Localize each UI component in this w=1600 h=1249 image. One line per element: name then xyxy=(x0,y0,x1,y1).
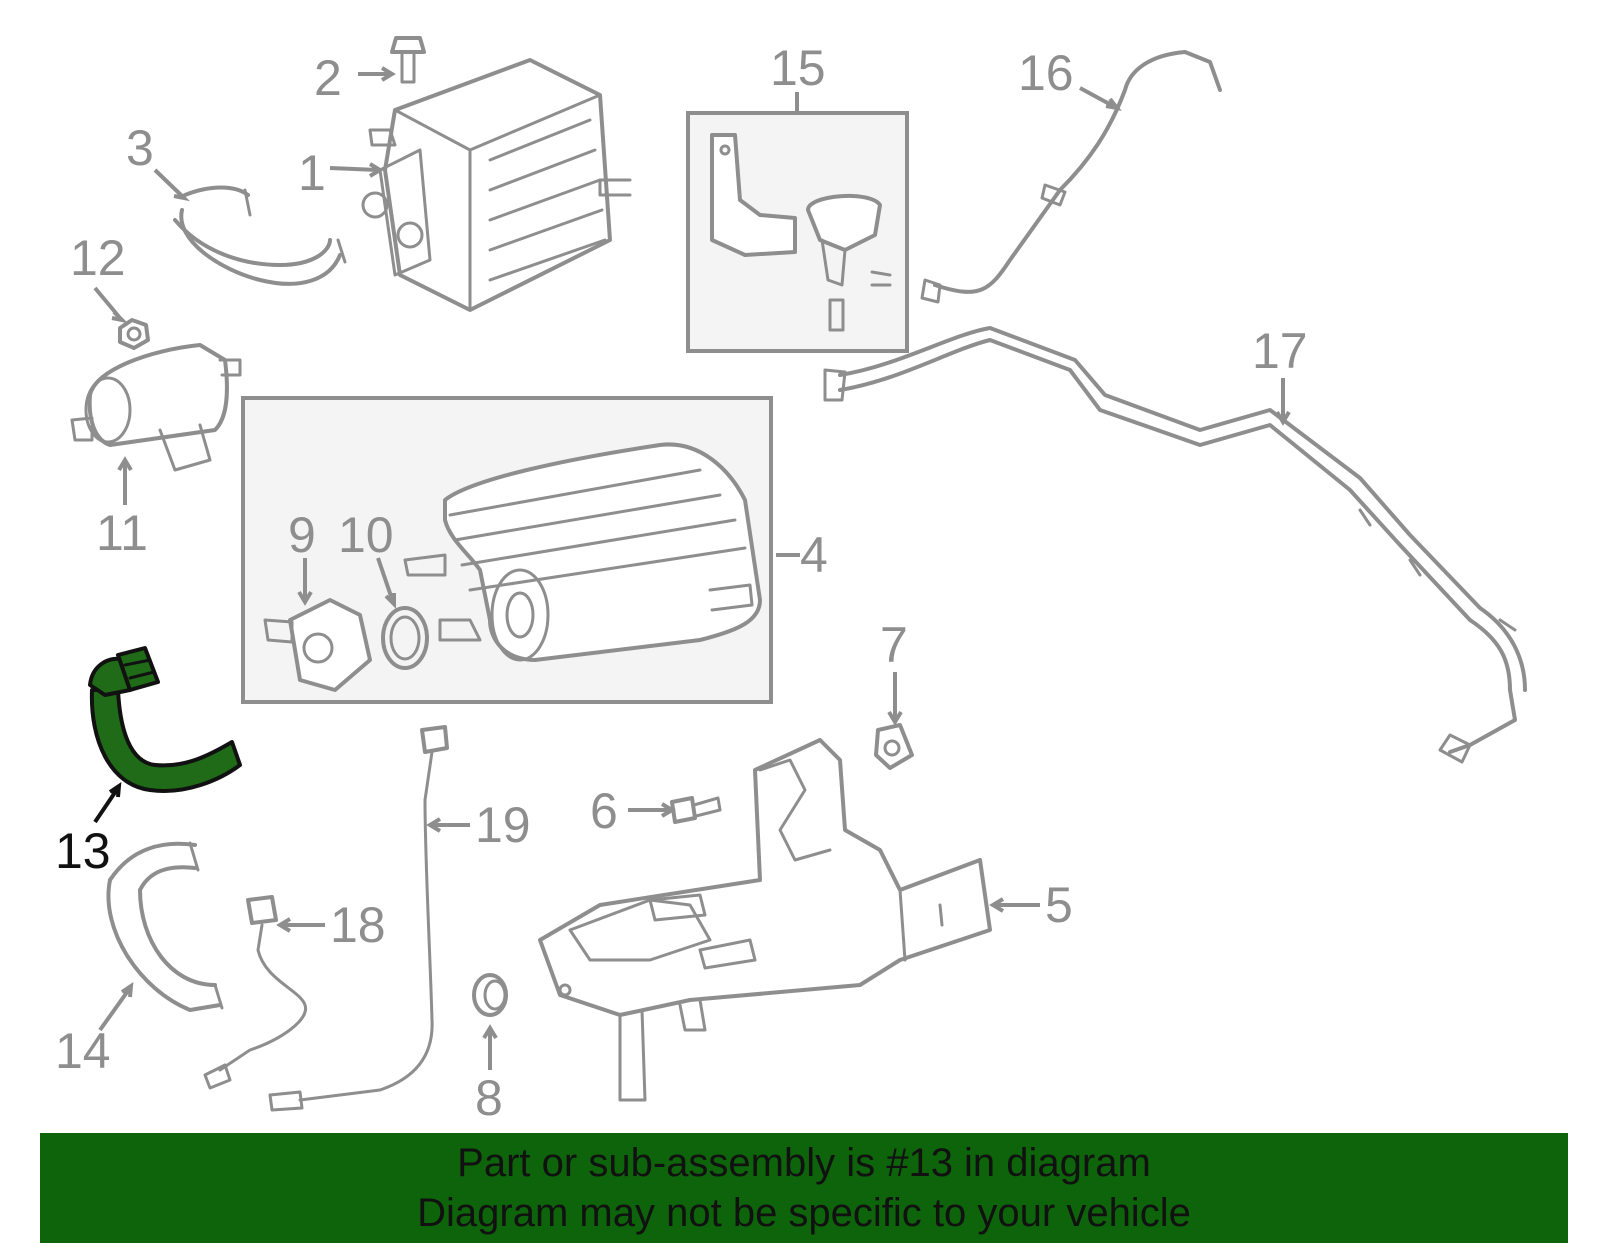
callout-5: 5 xyxy=(1045,877,1073,933)
part-15-vent-valve[interactable] xyxy=(710,133,892,332)
arrow-1 xyxy=(329,162,384,178)
callout-4: 4 xyxy=(800,527,828,583)
part-6-bolt[interactable] xyxy=(670,796,722,824)
arrow-7 xyxy=(887,672,903,726)
callout-2: 2 xyxy=(314,50,342,106)
arrow-10 xyxy=(376,557,396,609)
callout-3: 3 xyxy=(126,120,154,176)
callout-19: 19 xyxy=(475,797,531,853)
arrow-9 xyxy=(297,558,313,606)
part-4-canister[interactable] xyxy=(403,442,762,662)
part-2-bolt[interactable] xyxy=(390,36,426,84)
arrow-16 xyxy=(1079,86,1122,111)
arrow-13 xyxy=(93,782,122,824)
banner-line-disclaimer: Diagram may not be specific to your vehi… xyxy=(417,1191,1191,1235)
part-16-vapor-line[interactable] xyxy=(920,50,1222,304)
callout-17: 17 xyxy=(1252,323,1308,379)
part-12-nut[interactable] xyxy=(118,318,150,350)
arrow-5 xyxy=(989,897,1040,913)
arrow-11 xyxy=(117,456,133,505)
callout-10: 10 xyxy=(338,507,394,563)
callout-1: 1 xyxy=(298,145,326,201)
info-banner: Part or sub-assembly is #13 in diagram D… xyxy=(40,1133,1568,1243)
callout-18: 18 xyxy=(330,897,386,953)
part-3-hose[interactable] xyxy=(173,185,347,286)
callout-6: 6 xyxy=(590,783,618,839)
part-11-filter[interactable] xyxy=(70,343,242,472)
arrow-6 xyxy=(628,802,676,818)
callout-8: 8 xyxy=(475,1070,503,1126)
callout-13: 13 xyxy=(55,823,111,879)
callout-14: 14 xyxy=(55,1023,111,1079)
banner-line-part: Part or sub-assembly is #13 in diagram xyxy=(457,1141,1151,1185)
arrow-14 xyxy=(98,982,134,1032)
part-7-clip-nut[interactable] xyxy=(874,723,914,770)
callout-7: 7 xyxy=(880,617,908,673)
part-13-hose-highlighted[interactable] xyxy=(88,646,242,793)
part-14-hose[interactable] xyxy=(106,841,224,1012)
callout-15: 15 xyxy=(770,40,826,96)
arrow-8 xyxy=(482,1024,498,1070)
arrow-3 xyxy=(153,168,191,202)
arrow-17 xyxy=(1275,378,1291,426)
part-10-seal[interactable] xyxy=(381,606,429,670)
callout-16: 16 xyxy=(1018,45,1074,101)
part-18-oxygen-sensor[interactable] xyxy=(203,895,307,1090)
arrow-19 xyxy=(426,817,470,833)
arrow-2 xyxy=(358,66,396,82)
part-1-canister[interactable] xyxy=(361,58,632,312)
part-17-vapor-line[interactable] xyxy=(823,326,1527,764)
part-5-bracket[interactable] xyxy=(538,738,992,1102)
arrow-12 xyxy=(93,286,129,324)
callout-11: 11 xyxy=(96,505,148,561)
arrow-18 xyxy=(276,917,325,933)
part-8-grommet[interactable] xyxy=(472,973,508,1017)
callout-9: 9 xyxy=(288,507,316,563)
part-19-sensor-harness[interactable] xyxy=(268,725,449,1112)
part-9-valve[interactable] xyxy=(263,598,372,692)
callout-12: 12 xyxy=(70,230,126,286)
